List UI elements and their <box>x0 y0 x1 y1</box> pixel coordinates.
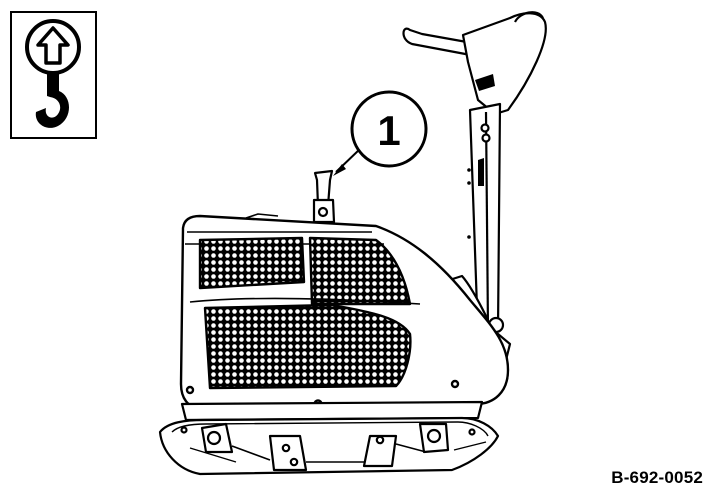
callout-number: 1 <box>377 107 400 154</box>
drawing-code: B-692-0052 <box>611 468 703 487</box>
lifting-eye <box>312 169 336 224</box>
machine-housing <box>179 213 510 410</box>
callout-1: 1 <box>333 90 428 176</box>
base-plate <box>158 416 500 476</box>
lifting-hook-icon <box>10 11 97 139</box>
